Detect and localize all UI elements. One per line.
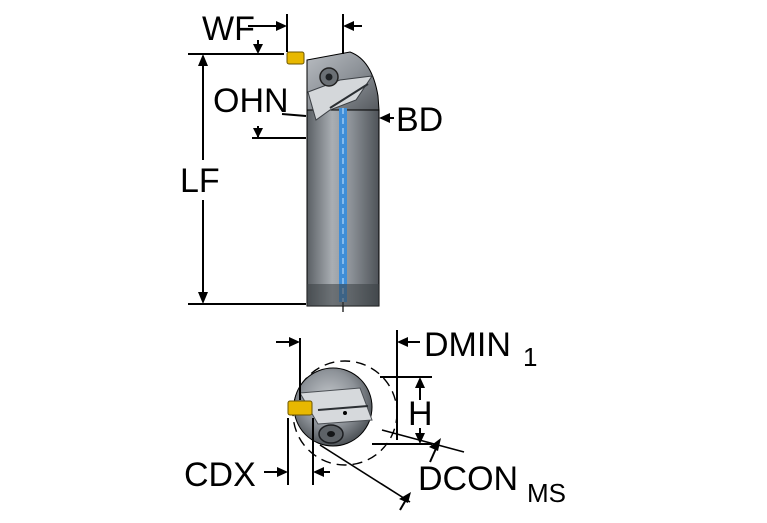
end-view-insert-icon — [287, 400, 313, 416]
label-dcon-subscript: MS — [527, 478, 566, 508]
ohn-dimension: OHN — [213, 40, 307, 139]
dmin1-dimension: DMIN 1 — [276, 326, 537, 440]
label-dmin-subscript: 1 — [523, 342, 537, 372]
label-bd: BD — [396, 101, 443, 139]
lf-dimension: LF — [180, 53, 306, 305]
label-dcon: DCON — [418, 460, 518, 498]
boring-bar-side-view — [286, 51, 380, 312]
label-lf: LF — [180, 162, 220, 200]
dconms-dimension: DCON MS — [319, 429, 566, 511]
bar-groove — [329, 83, 369, 109]
cdx-dimension: CDX — [184, 418, 330, 494]
label-h: H — [408, 395, 433, 433]
cutting-insert-icon — [286, 51, 305, 65]
label-ohn: OHN — [213, 82, 289, 120]
h-dimension: H — [372, 376, 433, 445]
label-dmin: DMIN — [424, 326, 511, 364]
label-cdx: CDX — [184, 456, 256, 494]
coolant-channel — [339, 108, 347, 302]
wf-dimension: WF — [202, 10, 362, 54]
bar-chip-face — [307, 75, 374, 121]
bd-dimension: BD — [379, 101, 443, 139]
label-wf: WF — [202, 10, 255, 48]
